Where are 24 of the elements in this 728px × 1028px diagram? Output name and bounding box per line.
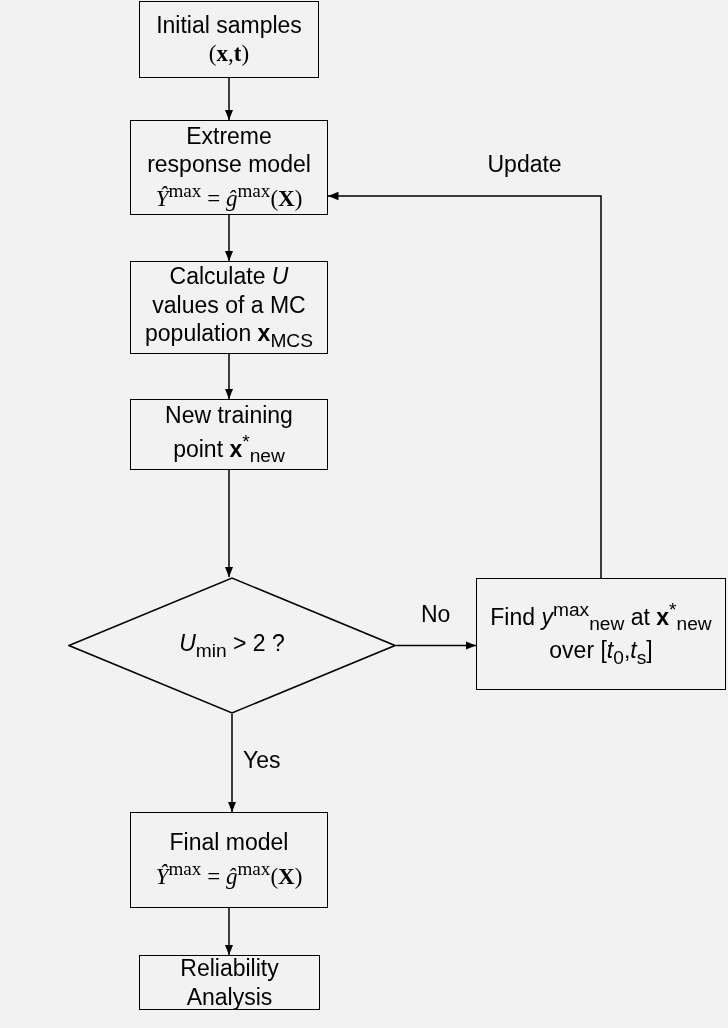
arrow	[227, 713, 237, 813]
process-box	[130, 399, 328, 470]
node-text: Final model	[169, 828, 289, 858]
node-text: Calculate U values of a MC population x$_{MCS}$	[144, 262, 314, 354]
arrow	[224, 907, 234, 956]
process-box	[130, 812, 328, 908]
process-box	[130, 120, 328, 215]
process-box	[476, 578, 726, 690]
formula-text: (x,t)	[208, 39, 250, 68]
node-text: Initial samples	[156, 10, 302, 40]
node-text: U$_{min}$ > 2 ?	[179, 628, 285, 663]
process-box	[139, 955, 320, 1010]
node-text: Reliability Analysis	[179, 953, 280, 1012]
formula-text: Ŷ$^{max}$ = ĝ$^{max}$(X)	[155, 179, 303, 213]
arrow	[327, 191, 602, 579]
arrow	[224, 214, 234, 262]
decision-diamond	[68, 577, 396, 714]
arrow	[224, 77, 234, 121]
arrow	[395, 641, 477, 650]
process-box	[139, 1, 319, 78]
arrow	[224, 469, 234, 578]
arrow	[224, 353, 234, 400]
process-box	[130, 261, 328, 354]
formula-text: Ŷ$^{max}$ = ĝ$^{max}$(X)	[155, 857, 303, 891]
